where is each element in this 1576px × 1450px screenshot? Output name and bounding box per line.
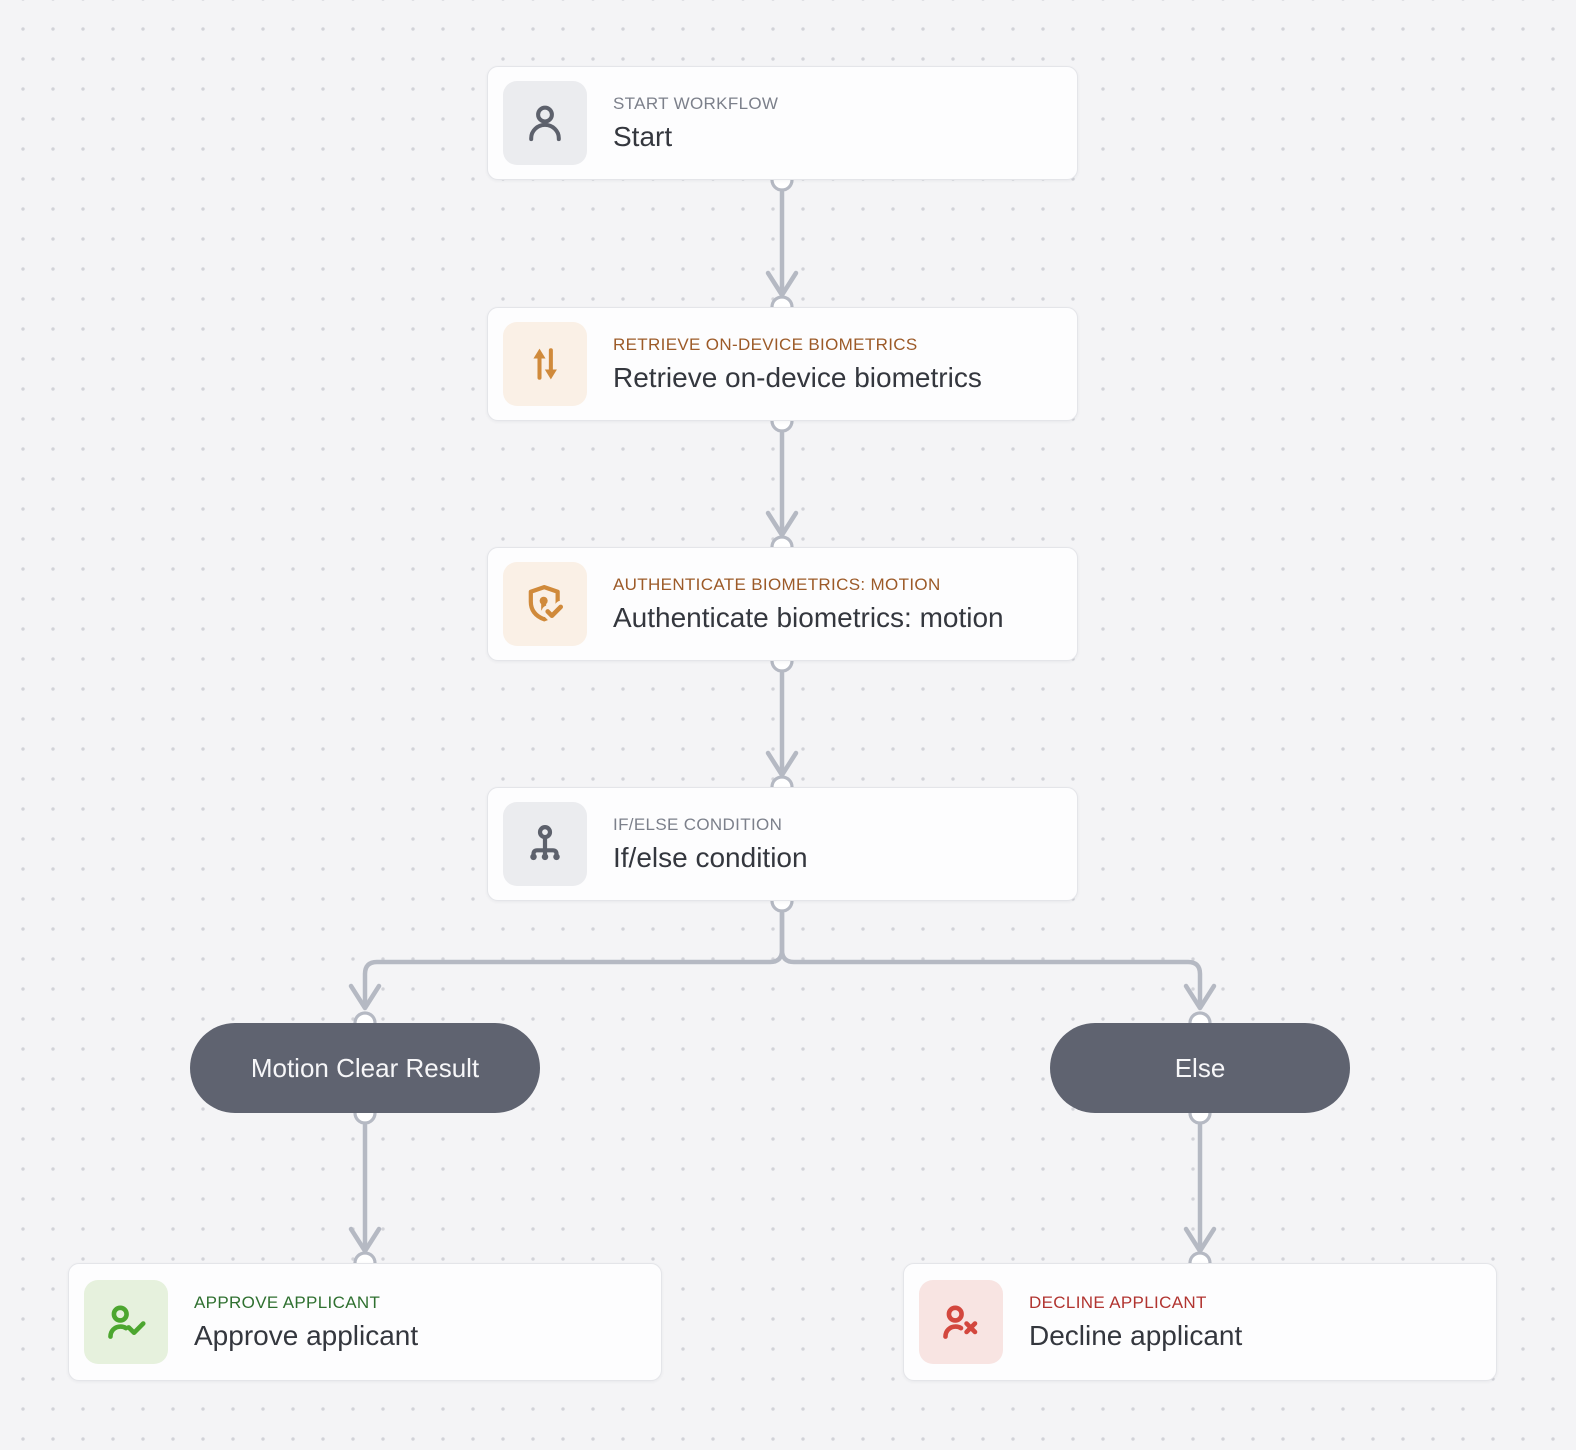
shield-check-icon [503, 562, 587, 646]
branch-pill-label: Motion Clear Result [250, 1052, 480, 1083]
node-decline-applicant[interactable]: DECLINE APPLICANT Decline applicant [903, 1263, 1497, 1381]
edge-ifelse-to-motion-clear [348, 910, 785, 1011]
branch-pill-label: Else [1174, 1052, 1226, 1083]
node-approve-applicant[interactable]: APPROVE APPLICANT Approve applicant [68, 1263, 662, 1381]
branch-icon [503, 802, 587, 886]
branch-pill-else[interactable]: Else [1050, 1023, 1350, 1113]
node-title: If/else condition [613, 841, 808, 873]
node-title: Authenticate biometrics: motion [613, 601, 1004, 633]
user-icon [503, 81, 587, 165]
edge-motion-clear-to-approve [348, 1122, 382, 1254]
node-type-label: AUTHENTICATE BIOMETRICS: MOTION [613, 574, 941, 594]
node-type-label: IF/ELSE CONDITION [613, 814, 783, 834]
user-x-icon [919, 1280, 1003, 1364]
edge-start-to-retrieve [765, 189, 799, 298]
node-type-label: APPROVE APPLICANT [194, 1292, 381, 1312]
node-type-label: RETRIEVE ON-DEVICE BIOMETRICS [613, 334, 918, 354]
node-start[interactable]: START WORKFLOW Start [487, 66, 1078, 180]
edge-retrieve-to-authenticate [765, 430, 799, 538]
node-title: Decline applicant [1029, 1319, 1243, 1351]
node-authenticate-biometrics-motion[interactable]: AUTHENTICATE BIOMETRICS: MOTION Authenti… [487, 547, 1078, 661]
branch-pill-motion-clear-result[interactable]: Motion Clear Result [190, 1023, 540, 1113]
edge-else-to-decline [1183, 1122, 1217, 1254]
node-title: Start [613, 120, 673, 152]
node-type-label: START WORKFLOW [613, 93, 779, 113]
user-check-icon [84, 1280, 168, 1364]
edge-authenticate-to-ifelse [765, 670, 799, 778]
node-title: Retrieve on-device biometrics [613, 361, 982, 393]
node-type-label: DECLINE APPLICANT [1029, 1292, 1207, 1312]
node-retrieve-on-device-biometrics[interactable]: RETRIEVE ON-DEVICE BIOMETRICS Retrieve o… [487, 307, 1078, 421]
transfer-arrows-icon [503, 322, 587, 406]
edge-ifelse-to-else [779, 910, 1217, 1011]
node-if-else-condition[interactable]: IF/ELSE CONDITION If/else condition [487, 787, 1078, 901]
node-title: Approve applicant [194, 1319, 419, 1351]
